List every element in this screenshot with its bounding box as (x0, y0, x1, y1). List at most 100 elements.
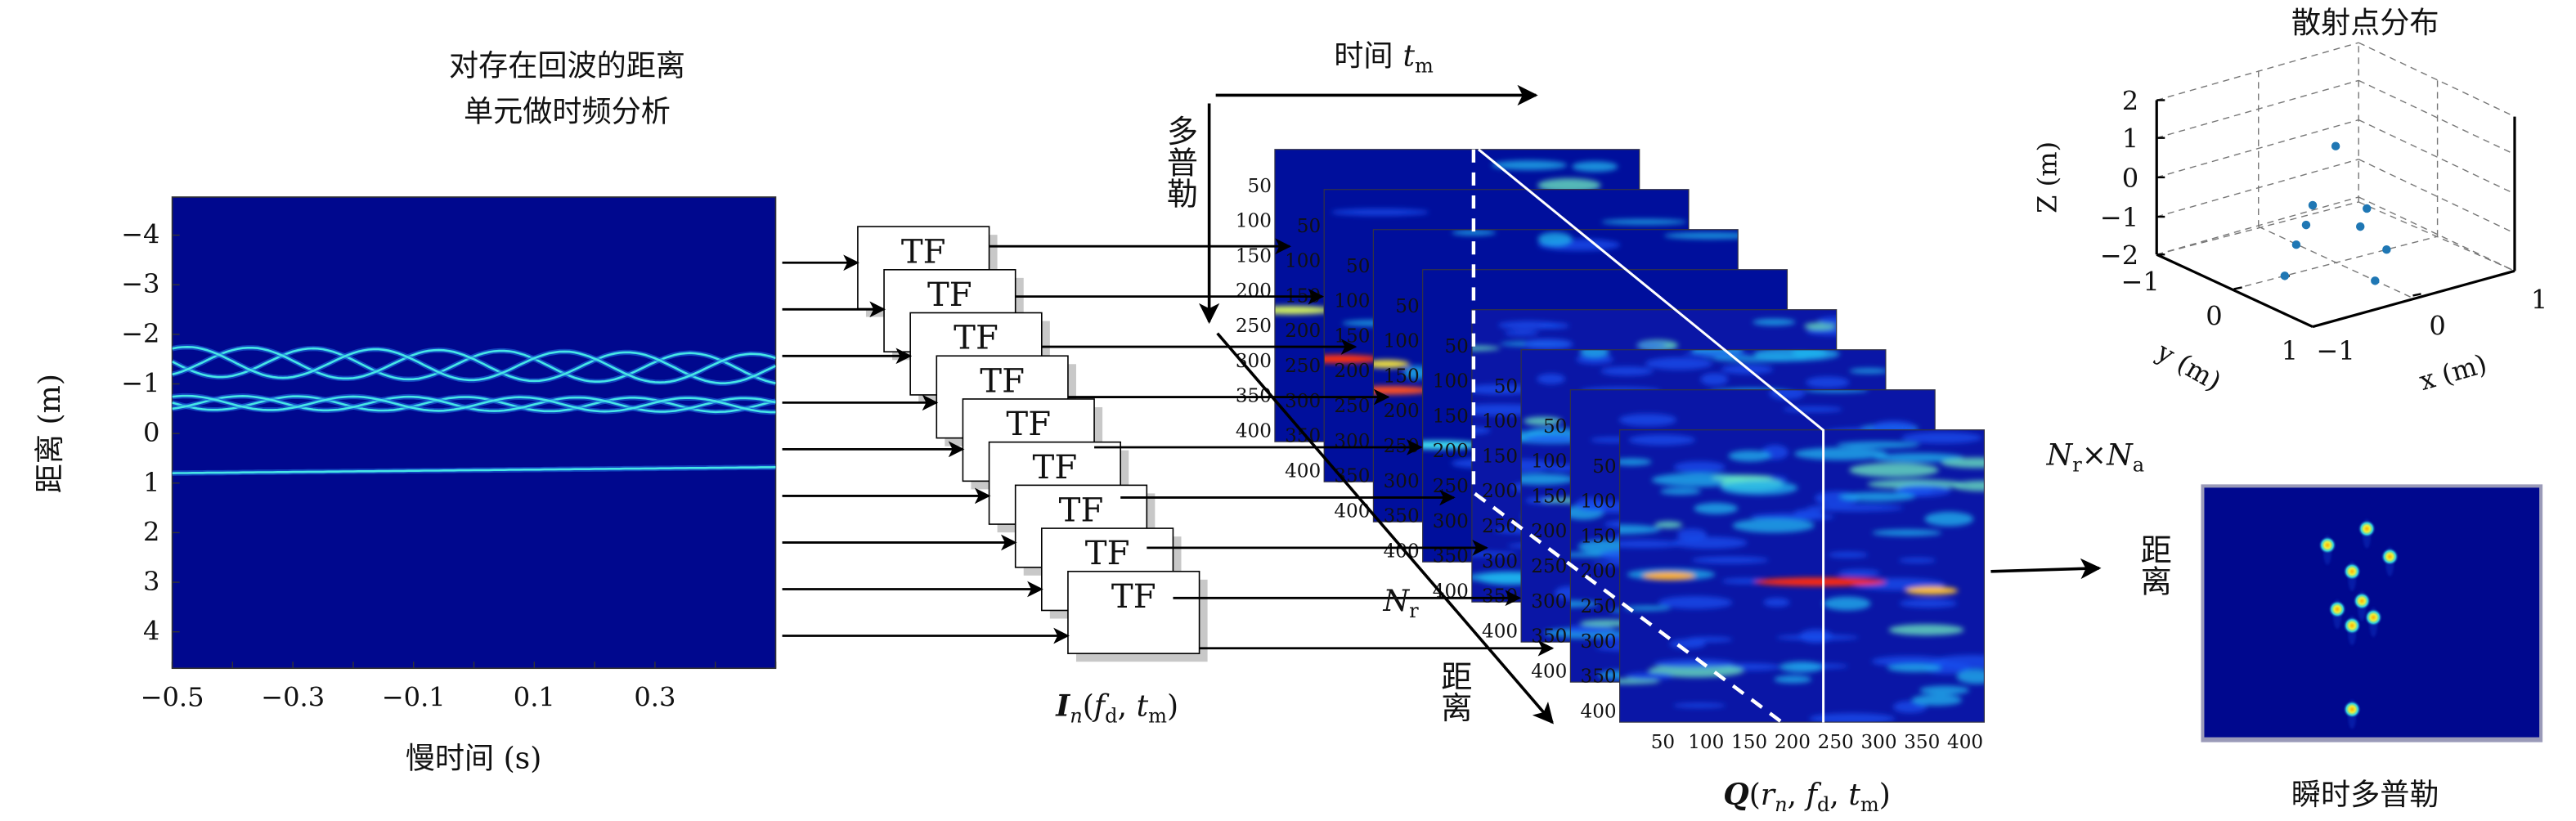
size-label: Nr×Na (2046, 437, 2144, 476)
frame-y-tick-label: 200 (1433, 441, 1469, 462)
z-tick-label: −1 (2100, 202, 2138, 233)
grid-line (2156, 201, 2359, 255)
frame-y-tick-label: 350 (1433, 546, 1469, 568)
range-map-background (171, 196, 777, 670)
frame-y-tick-label: 350 (1581, 666, 1617, 688)
y-tick-label: −1 (121, 368, 159, 399)
tf-box-label: TF (980, 362, 1025, 400)
y-tick-label: −4 (121, 219, 159, 250)
tf-box-label: TF (1111, 578, 1156, 616)
frame-y-tick-label: 400 (1531, 661, 1567, 682)
y-tick-label: 3 (143, 566, 159, 597)
frame-y-tick-label: 350 (1285, 426, 1321, 447)
scatter-point (2301, 220, 2311, 230)
grid-line (2156, 159, 2359, 218)
x-axis-label-3d: x (m) (2416, 348, 2490, 397)
y-tick-label-3d: 1 (2282, 335, 2298, 366)
frame-x-tick-label: 100 (1688, 732, 1724, 753)
x-tick-label: −0.1 (382, 681, 446, 712)
range-history-curves (172, 344, 776, 476)
tf-box-label: TF (1033, 449, 1078, 487)
grid-line (2156, 42, 2359, 101)
plot-title-line-2: 单元做时频分析 (464, 94, 671, 129)
tf-box (1067, 570, 1200, 654)
frame-y-tick-label: 100 (1236, 211, 1272, 232)
y-tick-label: 0 (143, 417, 159, 448)
frame-y-tick-label: 400 (1482, 621, 1518, 642)
frame-y-tick-label: 50 (1346, 256, 1370, 277)
frame-x-tick-label: 250 (1818, 732, 1854, 753)
y-tick-label: −3 (121, 268, 159, 299)
scatterer-distribution-3d: 散射点分布 Z (m) y (m) x (m) 210−1−2−101−101 (2032, 5, 2548, 397)
frame-y-tick-label: 250 (1531, 556, 1567, 577)
time-frequency-frame-stack: 50 100 150 200 250 300 350 400 50 100 150 200 250 300… (1236, 149, 1985, 753)
frame-y-tick-label: 300 (1581, 631, 1617, 653)
frame-y-tick-label: 400 (1285, 460, 1321, 482)
frame-x-tick-label: 300 (1860, 732, 1896, 753)
scatterer-spot (2353, 591, 2372, 610)
scatterer-spot (2343, 562, 2362, 581)
scatterer-spot (2364, 608, 2383, 627)
grid-line (2358, 42, 2515, 118)
range-curve (172, 345, 776, 384)
scatter-point (2308, 200, 2318, 210)
frame-y-tick-label: 400 (1384, 541, 1420, 562)
range-axis-label: 距离 (1436, 660, 1472, 723)
frame-y-tick-label: 150 (1334, 325, 1370, 347)
grid-line (2156, 79, 2359, 139)
frame-y-tick-label: 350 (1531, 626, 1567, 648)
tf-box-label: TF (954, 320, 999, 357)
image-range-label: 距离 (2135, 534, 2171, 597)
dashed-slice-line (1471, 149, 1784, 725)
tf-box-label: TF (1006, 406, 1051, 443)
scatter-title: 散射点分布 (2291, 5, 2439, 40)
y-tick-label-3d: 0 (2206, 301, 2222, 332)
tf-block: TF (1067, 570, 1208, 662)
z-tick-label: 0 (2122, 163, 2138, 194)
nr-label: Nr (1382, 583, 1419, 622)
grid-line (2358, 79, 2515, 155)
range-slow-time-plot: 对存在回波的距离 单元做时频分析 −4−3−2−101234−0.5−0.3−0… (32, 47, 777, 776)
frame-x-tick-label: 50 (1651, 732, 1675, 753)
frame-y-tick-label: 400 (1236, 420, 1272, 442)
y-axis-label: 距离 (m) (32, 374, 67, 493)
x-tick-label: −0.3 (261, 681, 325, 712)
axis-tick (2412, 293, 2421, 297)
frame-y-tick-label: 250 (1236, 316, 1272, 337)
scatterer-image-points (2318, 518, 2399, 729)
frame-y-tick-label: 400 (1581, 701, 1617, 722)
frame-x-tick-label: 200 (1775, 732, 1811, 753)
frame-y-tick-label: 300 (1285, 391, 1321, 412)
axis-tick (2233, 286, 2242, 290)
frame-y-tick-label: 250 (1285, 356, 1321, 377)
frame-y-tick-label: 50 (1543, 416, 1567, 437)
grid-line (2358, 159, 2515, 234)
frame-y-tick-label: 150 (1433, 406, 1469, 427)
scatter-point (2363, 204, 2372, 213)
tf-output-label: In(fd, tm) (1055, 688, 1178, 727)
frame-y-tick-label: 250 (1433, 476, 1469, 497)
scatter-point (2382, 245, 2391, 254)
frame-y-tick-label: 100 (1531, 451, 1567, 473)
tf-box-label: TF (1085, 535, 1130, 572)
scatterer-spot (2343, 617, 2362, 635)
frame-y-tick-label: 200 (1384, 401, 1420, 422)
y-axis-label-3d: y (m) (2151, 335, 2226, 397)
output-arrow (1990, 558, 2102, 580)
frame-y-tick-label: 350 (1482, 586, 1518, 608)
doppler-image-label: 瞬时多普勒 (2291, 777, 2439, 812)
frame-y-tick-label: 300 (1384, 471, 1420, 492)
scatterer-spot (2358, 519, 2376, 538)
frame-y-tick-label: 100 (1581, 491, 1617, 513)
scatter-point (2280, 271, 2290, 280)
frame-x-tick-label: 150 (1731, 732, 1767, 753)
scatter-point (2371, 276, 2380, 285)
y-axis (2156, 253, 2313, 329)
frame-y-tick-label: 300 (1531, 591, 1567, 612)
y-tick-label: 1 (143, 467, 159, 498)
frame-y-tick-label: 150 (1531, 486, 1567, 507)
y-tick-label: 4 (143, 616, 159, 647)
